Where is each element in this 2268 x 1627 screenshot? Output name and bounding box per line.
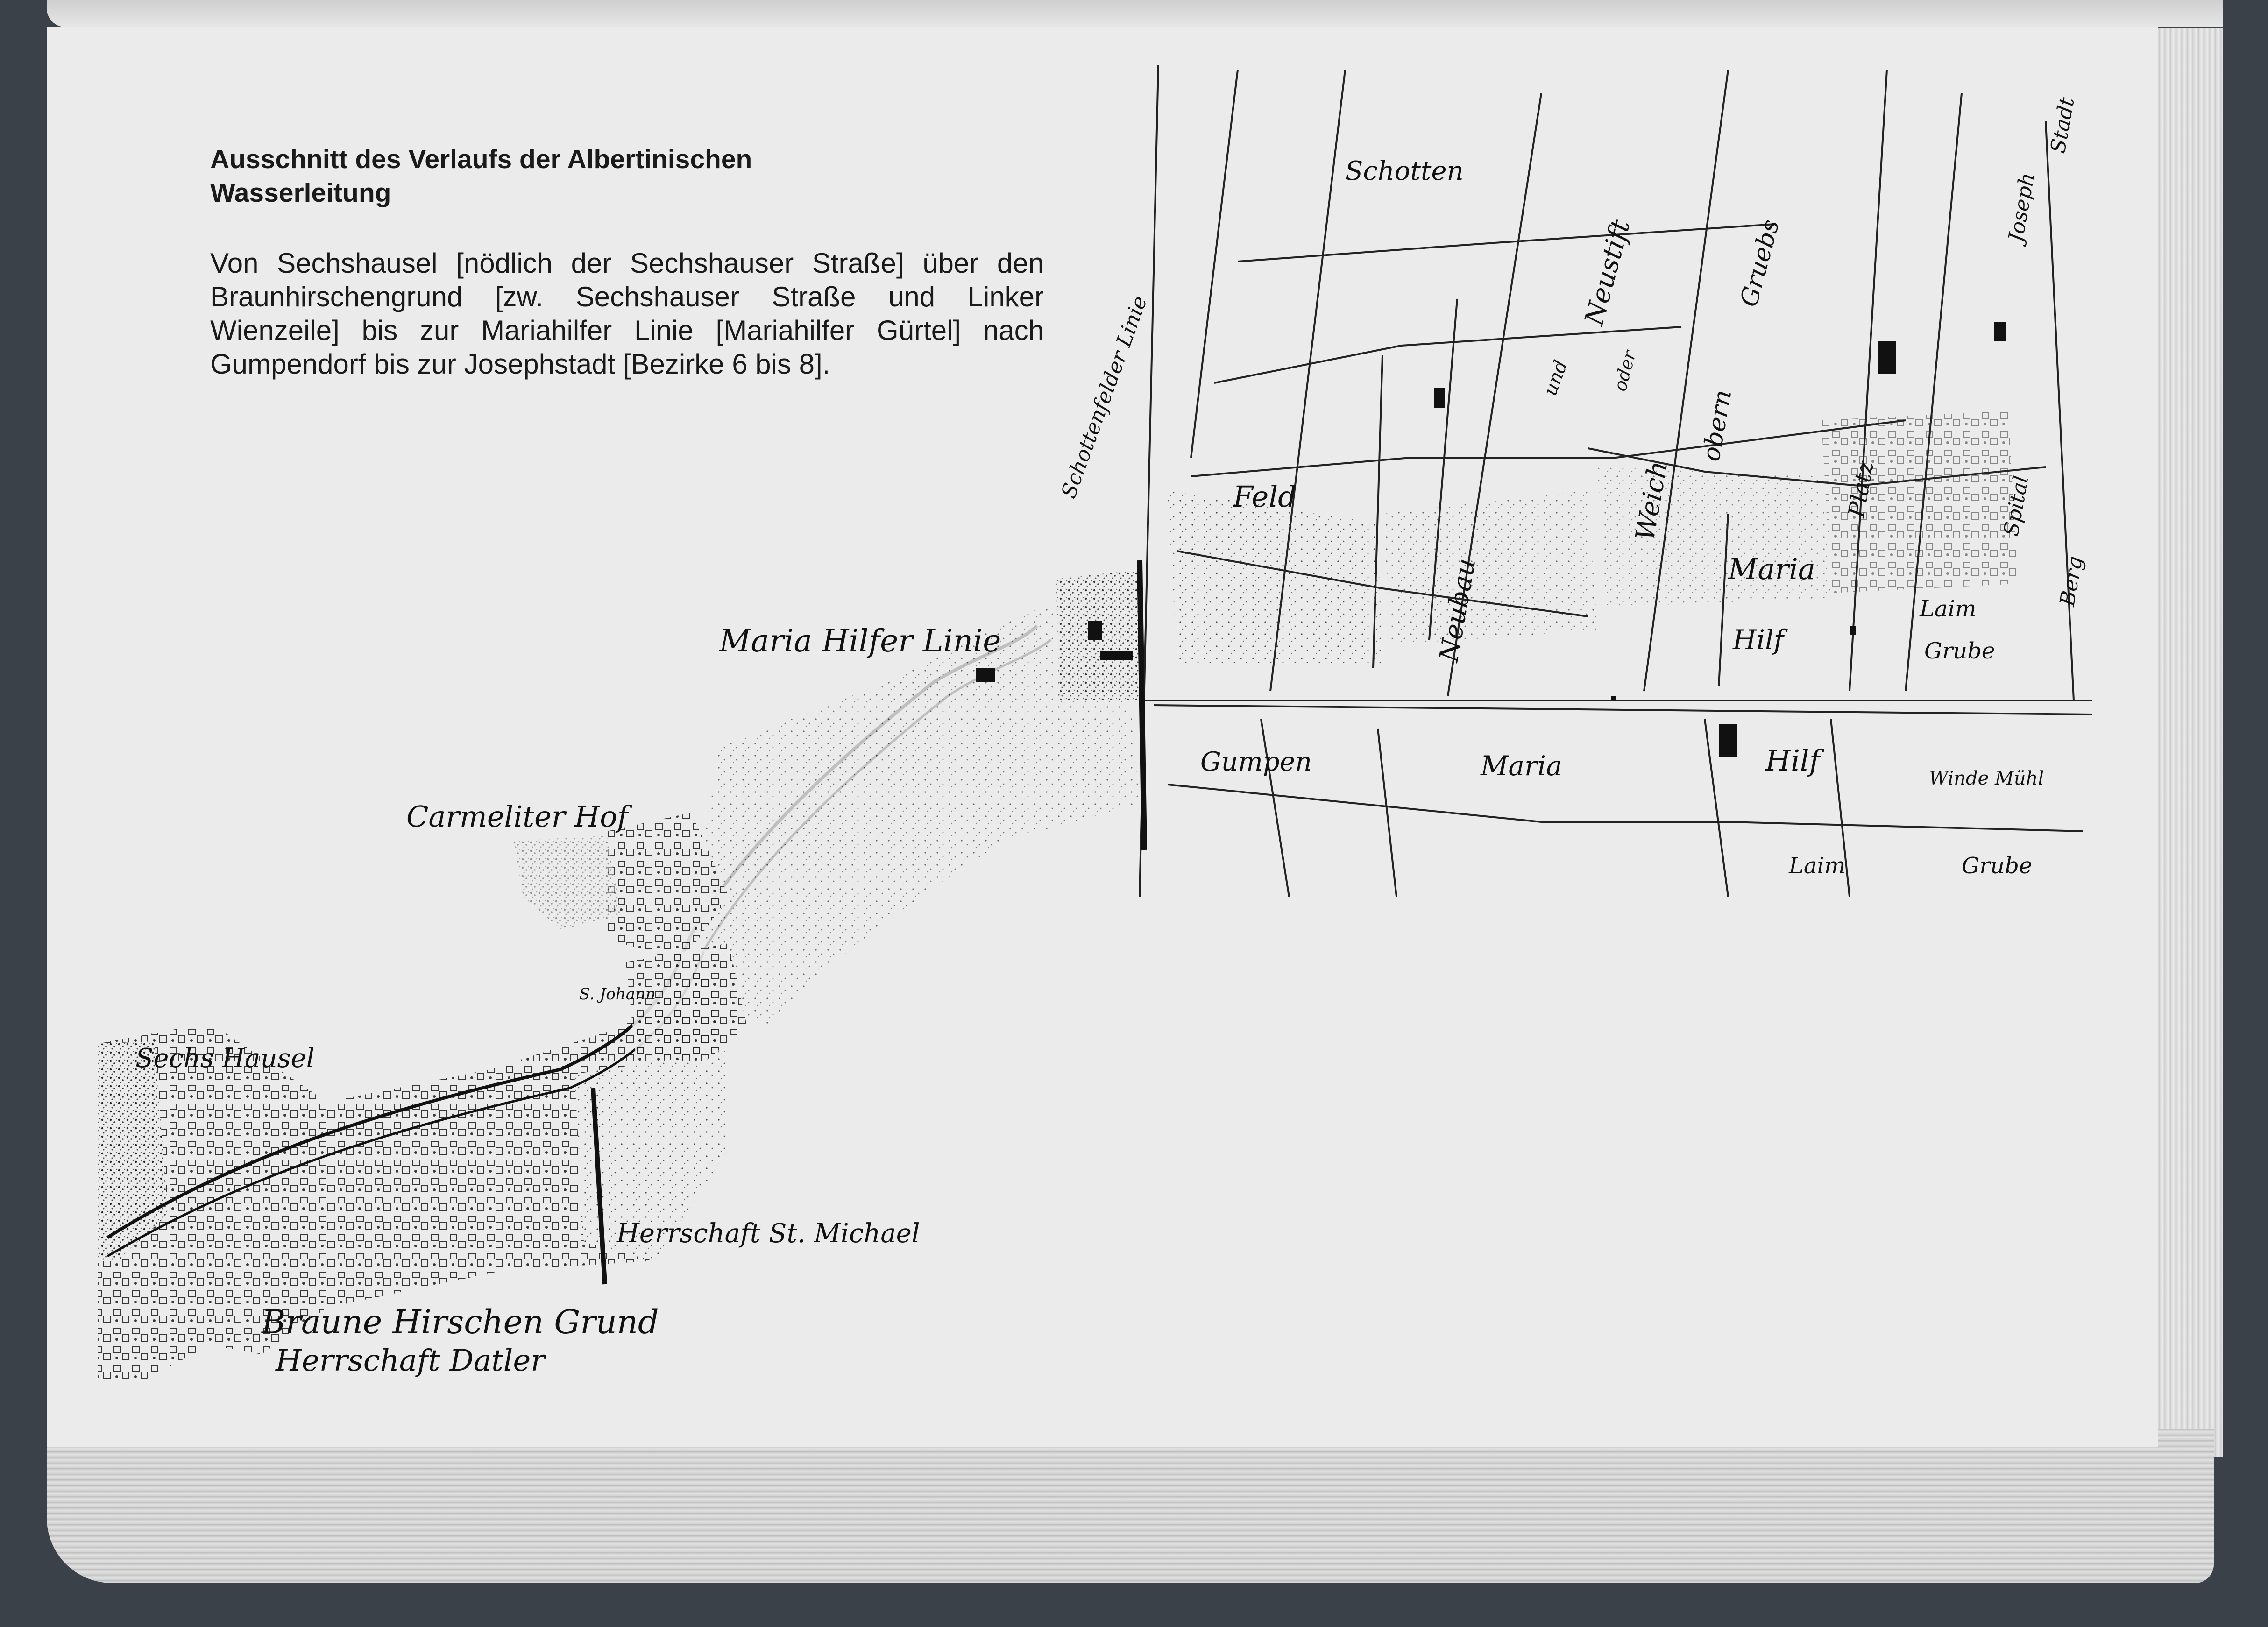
label-carmeliter-hof: Carmeliter Hof	[406, 799, 633, 834]
label-maria-hilfer-linie: Maria Hilfer Linie	[719, 623, 1001, 659]
label-schotten: Schotten	[1345, 156, 1464, 186]
label-winde-muhl: Winde Mühl	[1929, 768, 2044, 789]
label-hilf-2: Hilf	[1765, 743, 1825, 778]
caption-title: Ausschnitt des Verlaufs der Albertinisch…	[210, 144, 752, 208]
label-gumpen: Gumpen	[1200, 747, 1312, 777]
label-grube-1: Grube	[1924, 638, 1995, 664]
label-sechs-hausel: Sechs Hausel	[135, 1043, 315, 1074]
page-top-edge	[47, 0, 2223, 27]
label-joseph: Joseph	[2003, 171, 2040, 248]
upper-map-area	[976, 65, 2093, 897]
label-braune-hirschen-grund: Braune Hirschen Grund	[261, 1303, 659, 1341]
label-stadt: Stadt	[2046, 96, 2079, 155]
label-laim-1: Laim	[1919, 596, 1976, 622]
page-edge-stack	[2148, 28, 2223, 1457]
label-obern: obern	[1697, 388, 1737, 463]
route-terrain	[514, 570, 1144, 1065]
label-neustift: Neustift	[1579, 217, 1636, 330]
label-feld: Feld	[1233, 480, 1297, 514]
label-grube-2: Grube	[1962, 853, 2032, 879]
label-hilf-1: Hilf	[1732, 624, 1788, 656]
label-berg: Berg	[2055, 554, 2087, 608]
label-herrschaft-st-michael: Herrschaft St. Michael	[616, 1218, 920, 1249]
lower-left-district	[98, 967, 729, 1382]
page-bottom-stack	[47, 1429, 2214, 1583]
label-oder: oder	[1609, 347, 1640, 393]
label-und: und	[1539, 357, 1572, 398]
label-s-johann: S. Johann	[579, 985, 656, 1004]
label-maria-2: Maria	[1480, 750, 1562, 782]
caption-body: Von Sechshausel [nödlich der Sechshauser…	[210, 248, 1044, 380]
label-herrschaft-datler: Herrschaft Datler	[275, 1344, 546, 1378]
label-gruebs: Gruebs	[1735, 217, 1785, 310]
label-schottenfelder-linie: Schottenfelder Linie	[1056, 293, 1152, 502]
label-laim-2: Laim	[1788, 853, 1845, 879]
label-maria-1: Maria	[1728, 552, 1815, 586]
building-marks	[976, 322, 2006, 757]
